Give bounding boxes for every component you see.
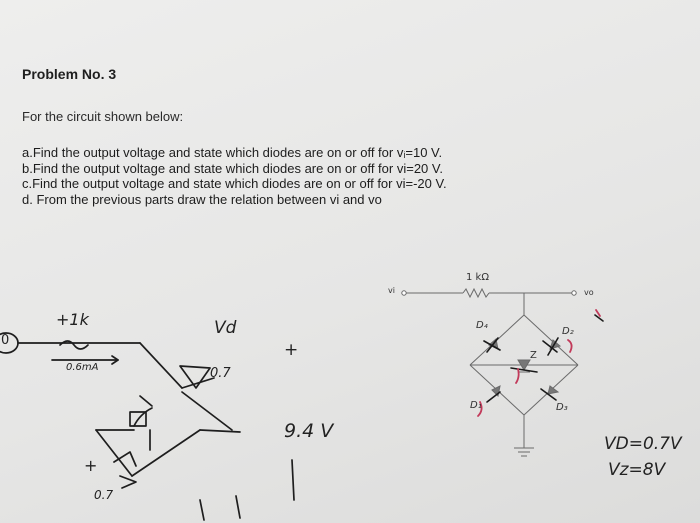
d2-label: D₂ (562, 326, 574, 337)
handwritten-circuit (0, 332, 295, 521)
problem-item-b: b.Find the output voltage and state whic… (22, 160, 443, 176)
d1-label: D₁ (470, 400, 482, 411)
hw-bottom-value: 0.7 (94, 488, 114, 502)
problem-title: Problem No. 3 (22, 66, 117, 82)
vo-label: vo (584, 288, 594, 297)
hw-output-value: 9.4 V (284, 420, 334, 442)
resistor-icon (462, 287, 490, 299)
hw-vd-symbol: Vd (214, 318, 237, 338)
vo-terminal-icon (571, 290, 577, 296)
problem-items: a.Find the output voltage and state whic… (22, 145, 447, 207)
hw-vd-note: VD=0.7V (604, 434, 682, 454)
zener-icon (517, 359, 531, 371)
hw-circle-label: 0 (1, 333, 10, 348)
problem-item-a: a.Find the output voltage and state whic… (22, 145, 443, 160)
bridge-circuit (401, 287, 579, 457)
vi-label: vi (388, 286, 395, 295)
hw-current: 0.6mA (66, 362, 99, 373)
hw-resistor: +1k (56, 310, 89, 329)
d4-label: D₄ (476, 320, 488, 331)
d3-label: D₃ (556, 402, 568, 413)
resistor-label: 1 kΩ (466, 272, 489, 283)
hw-plus-mid: + (284, 340, 299, 360)
vi-terminal-icon (401, 290, 407, 296)
hw-vz-note: Vz=8V (608, 460, 666, 480)
problem-item-d: d. From the previous parts draw the rela… (22, 191, 382, 207)
hw-vd-value: 0.7 (210, 366, 231, 381)
problem-intro: For the circuit shown below: (22, 109, 184, 124)
hw-plus-left: + (84, 456, 98, 475)
zener-label: Z (530, 350, 537, 361)
problem-item-c: c.Find the output voltage and state whic… (22, 176, 447, 191)
diode-d3-icon (547, 385, 560, 395)
